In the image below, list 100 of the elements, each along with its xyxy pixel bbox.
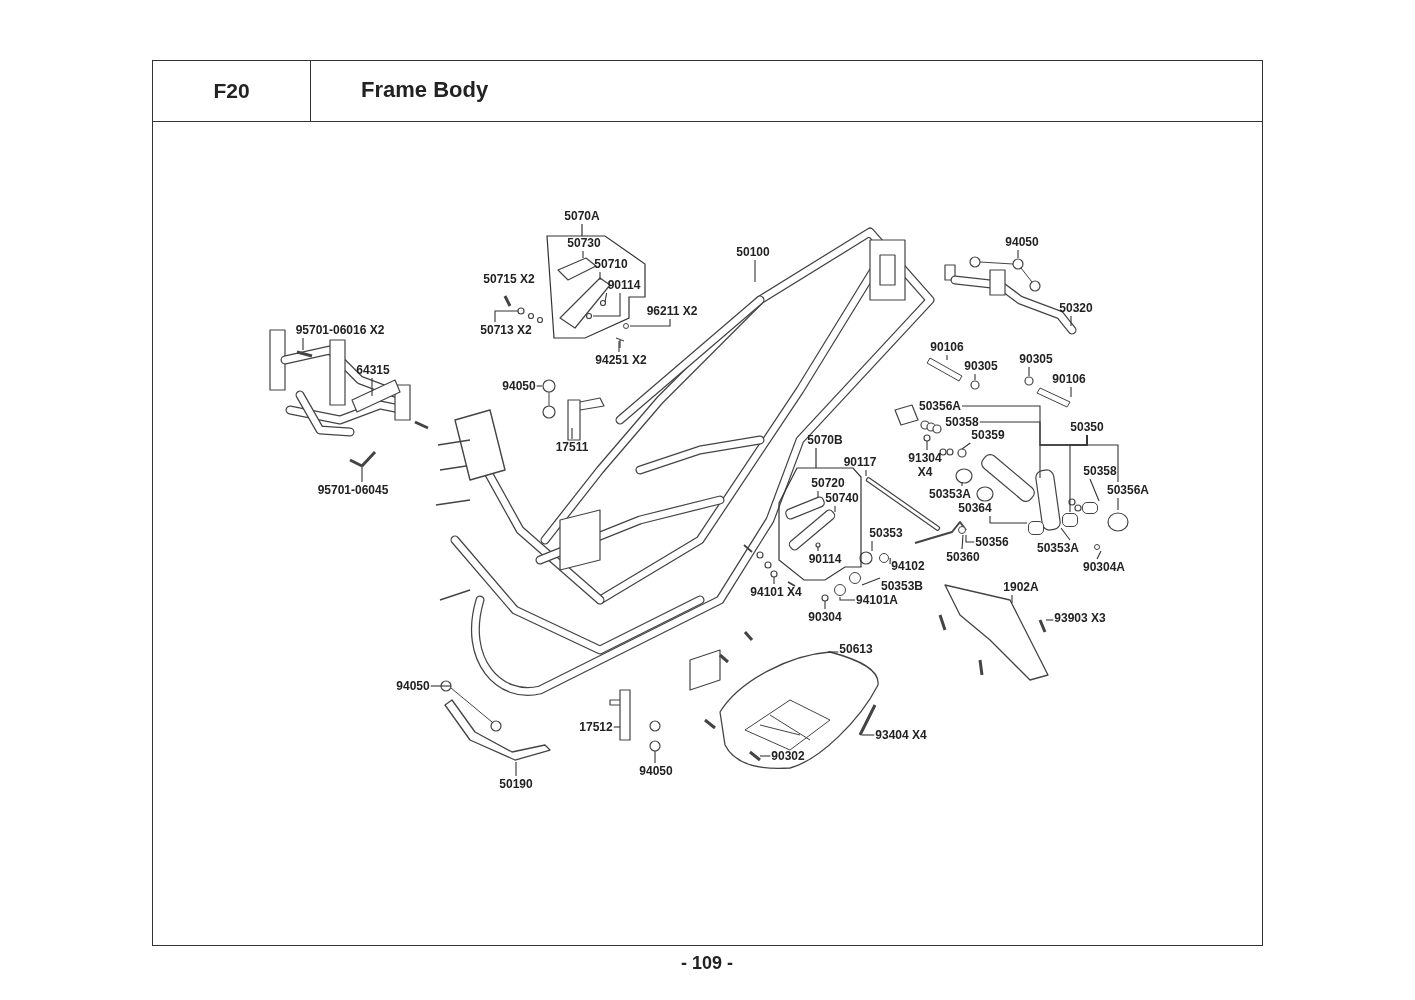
section-code: F20: [213, 79, 250, 103]
part-number: 94050: [396, 679, 430, 693]
part-number: 50713 X2: [480, 323, 532, 337]
leader-line: [926, 440, 928, 451]
leader-line: [571, 427, 573, 440]
part-number: 95701-06016 X2: [295, 323, 385, 337]
part-number: 50710: [594, 257, 628, 271]
part-number: 90305: [964, 359, 998, 373]
leader-line: [871, 540, 873, 552]
washer-drawing: [958, 526, 966, 534]
leader-line: [989, 515, 1028, 524]
washer-drawing: [1094, 544, 1100, 550]
leader-line: [515, 761, 517, 777]
part-number: 94251 X2: [595, 353, 647, 367]
part-number: 90114: [607, 278, 641, 292]
washer-drawing: [879, 553, 889, 563]
leader-line: [817, 546, 819, 552]
part-number: 50359: [971, 428, 1005, 442]
leader-line: [861, 734, 875, 736]
leader-line: [1086, 434, 1119, 483]
leader-line: [754, 259, 756, 283]
leader-line: [629, 318, 671, 327]
bushing-drawing: [1062, 513, 1078, 527]
leader-line: [961, 534, 964, 550]
part-number: 50360: [946, 550, 980, 564]
leader-line: [861, 577, 881, 586]
part-number: 50353: [869, 526, 903, 540]
part-number: 90106: [930, 340, 964, 354]
leader-line: [773, 576, 775, 585]
part-number: 50100: [736, 245, 770, 259]
kit-number: 5070B: [807, 433, 843, 447]
part-number: 50353A: [929, 487, 971, 501]
leader-line: [1096, 550, 1102, 560]
part-number: 64315: [356, 363, 390, 377]
leader-line: [582, 250, 584, 259]
part-number: 50350: [1070, 420, 1104, 434]
leader-line: [965, 534, 975, 543]
kit-number: 5070A: [564, 209, 600, 223]
leader-line: [889, 557, 891, 565]
leader-line: [961, 442, 971, 450]
leader-line: [1045, 619, 1054, 621]
part-number: 90304A: [1083, 560, 1125, 574]
leader-line: [827, 651, 839, 653]
leader-line: [824, 600, 826, 610]
part-number: 50358: [945, 415, 979, 429]
leader-line: [604, 292, 608, 303]
part-number: 1902A: [1003, 580, 1039, 594]
leader-line: [494, 310, 519, 323]
bushing-drawing: [1028, 521, 1044, 535]
part-number: 90106: [1052, 372, 1086, 386]
part-number: 94101A: [856, 593, 898, 607]
part-number: 50353B: [881, 579, 923, 593]
leader-line: [1017, 249, 1019, 259]
leader-line: [1070, 386, 1072, 398]
leader-line: [961, 481, 963, 487]
part-number: 50356A: [919, 399, 961, 413]
part-number: 50320: [1059, 301, 1093, 315]
part-number: 50190: [499, 777, 533, 791]
leader-line: [946, 354, 948, 361]
leader-line: [1011, 594, 1013, 604]
leader-line: [361, 465, 363, 483]
part-number: 50740: [825, 491, 859, 505]
part-number: 50356A: [1107, 483, 1149, 497]
leader-line: [839, 596, 856, 601]
part-number: 90117: [843, 455, 877, 469]
leader-line: [1028, 366, 1030, 377]
part-number: 94050: [1005, 235, 1039, 249]
leader-line: [302, 337, 304, 351]
part-number: 50353A: [1037, 541, 1079, 555]
washer-drawing: [623, 323, 629, 329]
leader-line: [1060, 527, 1071, 541]
part-number: 90305: [1019, 352, 1053, 366]
part-number: 50730: [567, 236, 601, 250]
part-number: 50364: [958, 501, 992, 515]
leader-line: [1070, 315, 1072, 327]
part-number: 93903 X3: [1054, 611, 1106, 625]
part-number: 94050: [639, 764, 673, 778]
leader-line: [613, 726, 621, 728]
part-number: 95701-06045: [317, 483, 389, 497]
part-number: 90302: [771, 749, 805, 763]
leader-line: [592, 292, 621, 317]
page-number: - 109 -: [681, 952, 733, 974]
part-number: 50358: [1083, 464, 1117, 478]
leader-line: [618, 340, 620, 353]
part-number: 50720: [811, 476, 845, 490]
leader-line: [599, 271, 601, 281]
leader-line: [1089, 478, 1100, 502]
leader-line: [834, 505, 836, 513]
bushing-drawing: [1082, 502, 1098, 514]
part-number: 50356: [975, 535, 1009, 549]
diagram-title: Frame Body: [361, 77, 489, 103]
part-number: 94050: [502, 379, 536, 393]
washer-drawing: [834, 584, 846, 596]
leader-line: [536, 385, 543, 387]
leader-line: [654, 750, 656, 764]
washer-drawing: [849, 572, 861, 584]
leader-line: [974, 373, 976, 381]
part-number: 50613: [839, 642, 873, 656]
part-number: 94101 X4: [750, 585, 802, 599]
leader-line: [865, 469, 867, 477]
